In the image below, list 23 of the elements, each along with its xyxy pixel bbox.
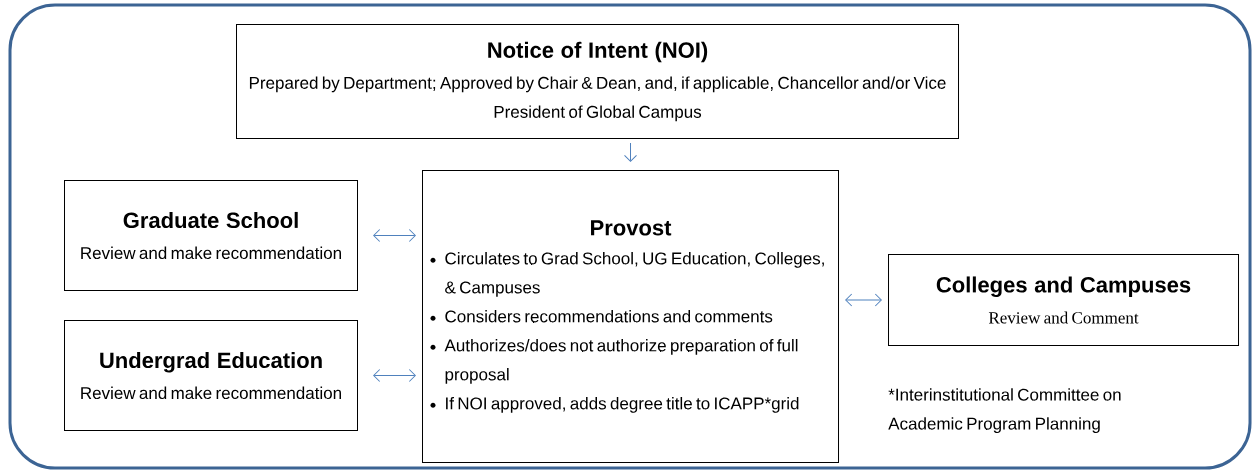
box-title: Provost: [591, 220, 672, 236]
bullet-item: If NOI approved, adds degree title to ICAPP*grid: [446, 397, 799, 413]
box-text: Review and make recommendation: [81, 386, 341, 400]
arrow: [624, 142, 637, 162]
process-box: [888, 254, 1239, 346]
process-box: [236, 24, 959, 139]
box-title: Undergrad Education: [100, 351, 322, 373]
arrow: [373, 369, 416, 382]
box-title: Graduate School: [123, 211, 298, 229]
footnote: *Interinstitutional Committee on Academic Program Planning: [888, 388, 1121, 434]
box-text: Review and make recommendation: [81, 246, 341, 260]
box-text: Prepared by Department; Approved by Chair & Dean, and, if applicable, Chancellor and/or Vice President of Global Campus: [249, 76, 946, 122]
bullet-item: Circulates to Grad School, UG Education, Colleges, & Campuses: [445, 252, 824, 297]
bullet-item: Considers recommendations and comments: [445, 310, 773, 323]
arrow: [373, 229, 416, 242]
process-box: [64, 180, 358, 291]
bullet-item: Authorizes/does not authorize preparation of full proposal: [444, 339, 798, 384]
box-text: Review and Comment: [988, 311, 1139, 324]
box-title: Colleges and Campuses: [936, 276, 1191, 298]
arrow: [845, 293, 882, 307]
process-box: [422, 170, 839, 463]
box-title: Notice of Intent (NOI): [488, 41, 708, 63]
process-box: [64, 320, 358, 431]
